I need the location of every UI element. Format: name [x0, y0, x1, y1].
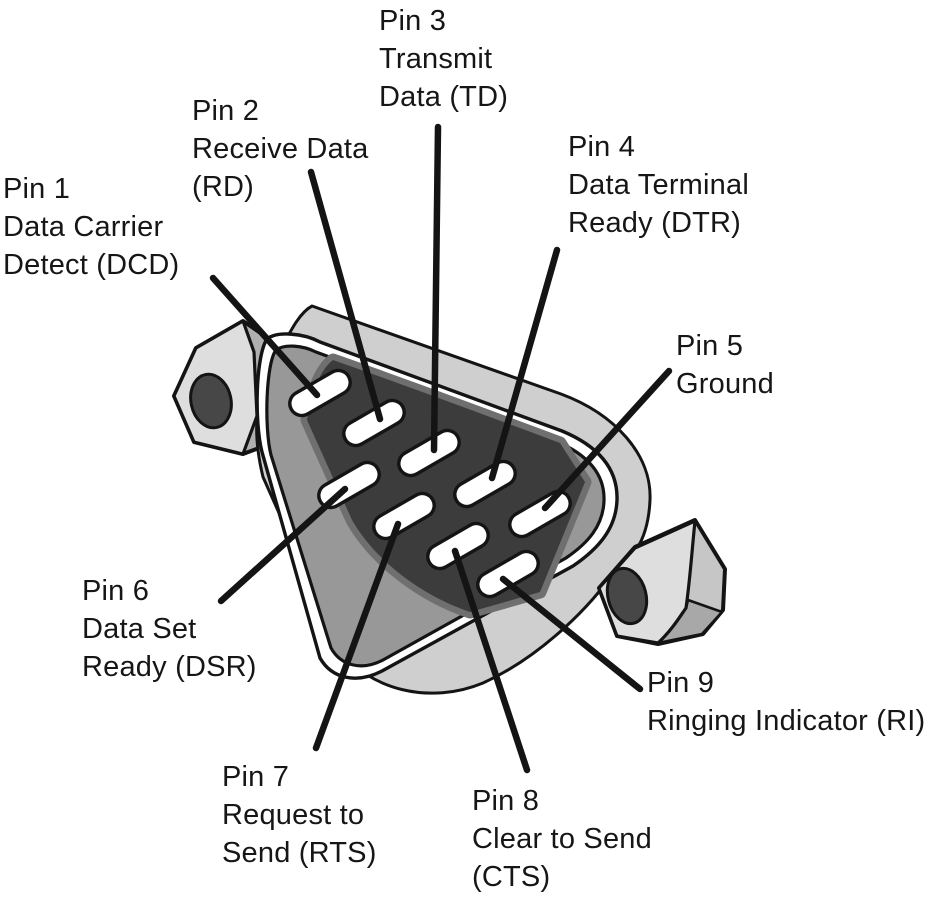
pin-8-slot	[426, 521, 490, 571]
pin8-label-line3: (CTS)	[472, 861, 551, 893]
pin2-label-line2: Receive Data	[192, 133, 369, 165]
pin6-label-line1: Pin 6	[82, 575, 150, 607]
pin5-label-line1: Pin 5	[676, 330, 744, 362]
pin8-label: Pin 8 Clear to Send (CTS)	[472, 782, 652, 896]
pin4-label-line2: Data Terminal	[568, 169, 749, 201]
pin1-label-line2: Data Carrier	[3, 211, 164, 243]
pin7-label-line2: Request to	[222, 799, 365, 831]
pin4-label-line1: Pin 4	[568, 131, 636, 163]
pin6-label: Pin 6 Data Set Ready (DSR)	[82, 572, 257, 686]
pin-4-slot	[453, 459, 517, 509]
pin1-label-line3: Detect (DCD)	[3, 249, 180, 281]
pin3-label: Pin 3 Transmit Data (TD)	[379, 2, 508, 116]
pin7-label-line3: Send (RTS)	[222, 837, 377, 869]
pin2-label-line1: Pin 2	[192, 95, 260, 127]
right-nut-hole-icon	[605, 566, 649, 626]
pin3-label-line1: Pin 3	[379, 5, 447, 37]
pin6-label-line3: Ready (DSR)	[82, 651, 257, 683]
leader-lines	[209, 123, 673, 774]
pin3-label-line3: Data (TD)	[379, 81, 509, 113]
pin9-label-line1: Pin 9	[647, 667, 715, 699]
pin9-label: Pin 9 Ringing Indicator (RI)	[647, 664, 925, 740]
pin1-label-line1: Pin 1	[3, 173, 71, 205]
pin1-leader-line	[209, 274, 321, 399]
pin2-label: Pin 2 Receive Data (RD)	[192, 92, 369, 206]
pin4-leader-line	[488, 246, 561, 482]
pin8-label-line2: Clear to Send	[472, 823, 652, 855]
left-nut-hole-icon	[189, 372, 233, 430]
pin5-label: Pin 5 Ground	[676, 327, 774, 403]
pin-5-slot	[508, 489, 572, 539]
pin-7-slot	[372, 491, 436, 541]
pin6-label-line2: Data Set	[82, 613, 197, 645]
pin-1-slot	[288, 368, 352, 418]
pin3-leader-line	[430, 123, 442, 454]
pin-3-slot	[397, 428, 461, 478]
right-hex-nut	[597, 518, 727, 646]
pin5-label-line2: Ground	[676, 368, 774, 400]
pin9-leader-line	[499, 575, 644, 693]
pin-2-slot	[342, 398, 406, 448]
pin8-label-line1: Pin 8	[472, 785, 540, 817]
pin8-leader-line	[451, 547, 531, 774]
pin2-label-line3: (RD)	[192, 171, 255, 203]
pin5-leader-line	[541, 367, 673, 512]
pin7-label: Pin 7 Request to Send (RTS)	[222, 758, 377, 872]
pin9-label-line2: Ringing Indicator (RI)	[647, 705, 926, 737]
pin3-label-line2: Transmit	[379, 43, 493, 75]
pin2-leader-line	[307, 168, 384, 423]
pin4-label: Pin 4 Data Terminal Ready (DTR)	[568, 128, 749, 242]
pin7-label-line1: Pin 7	[222, 761, 290, 793]
pin4-label-line3: Ready (DTR)	[568, 207, 741, 239]
pin6-leader-line	[217, 485, 349, 605]
pin7-leader-line	[312, 520, 402, 752]
pin1-label: Pin 1 Data Carrier Detect (DCD)	[3, 170, 179, 284]
